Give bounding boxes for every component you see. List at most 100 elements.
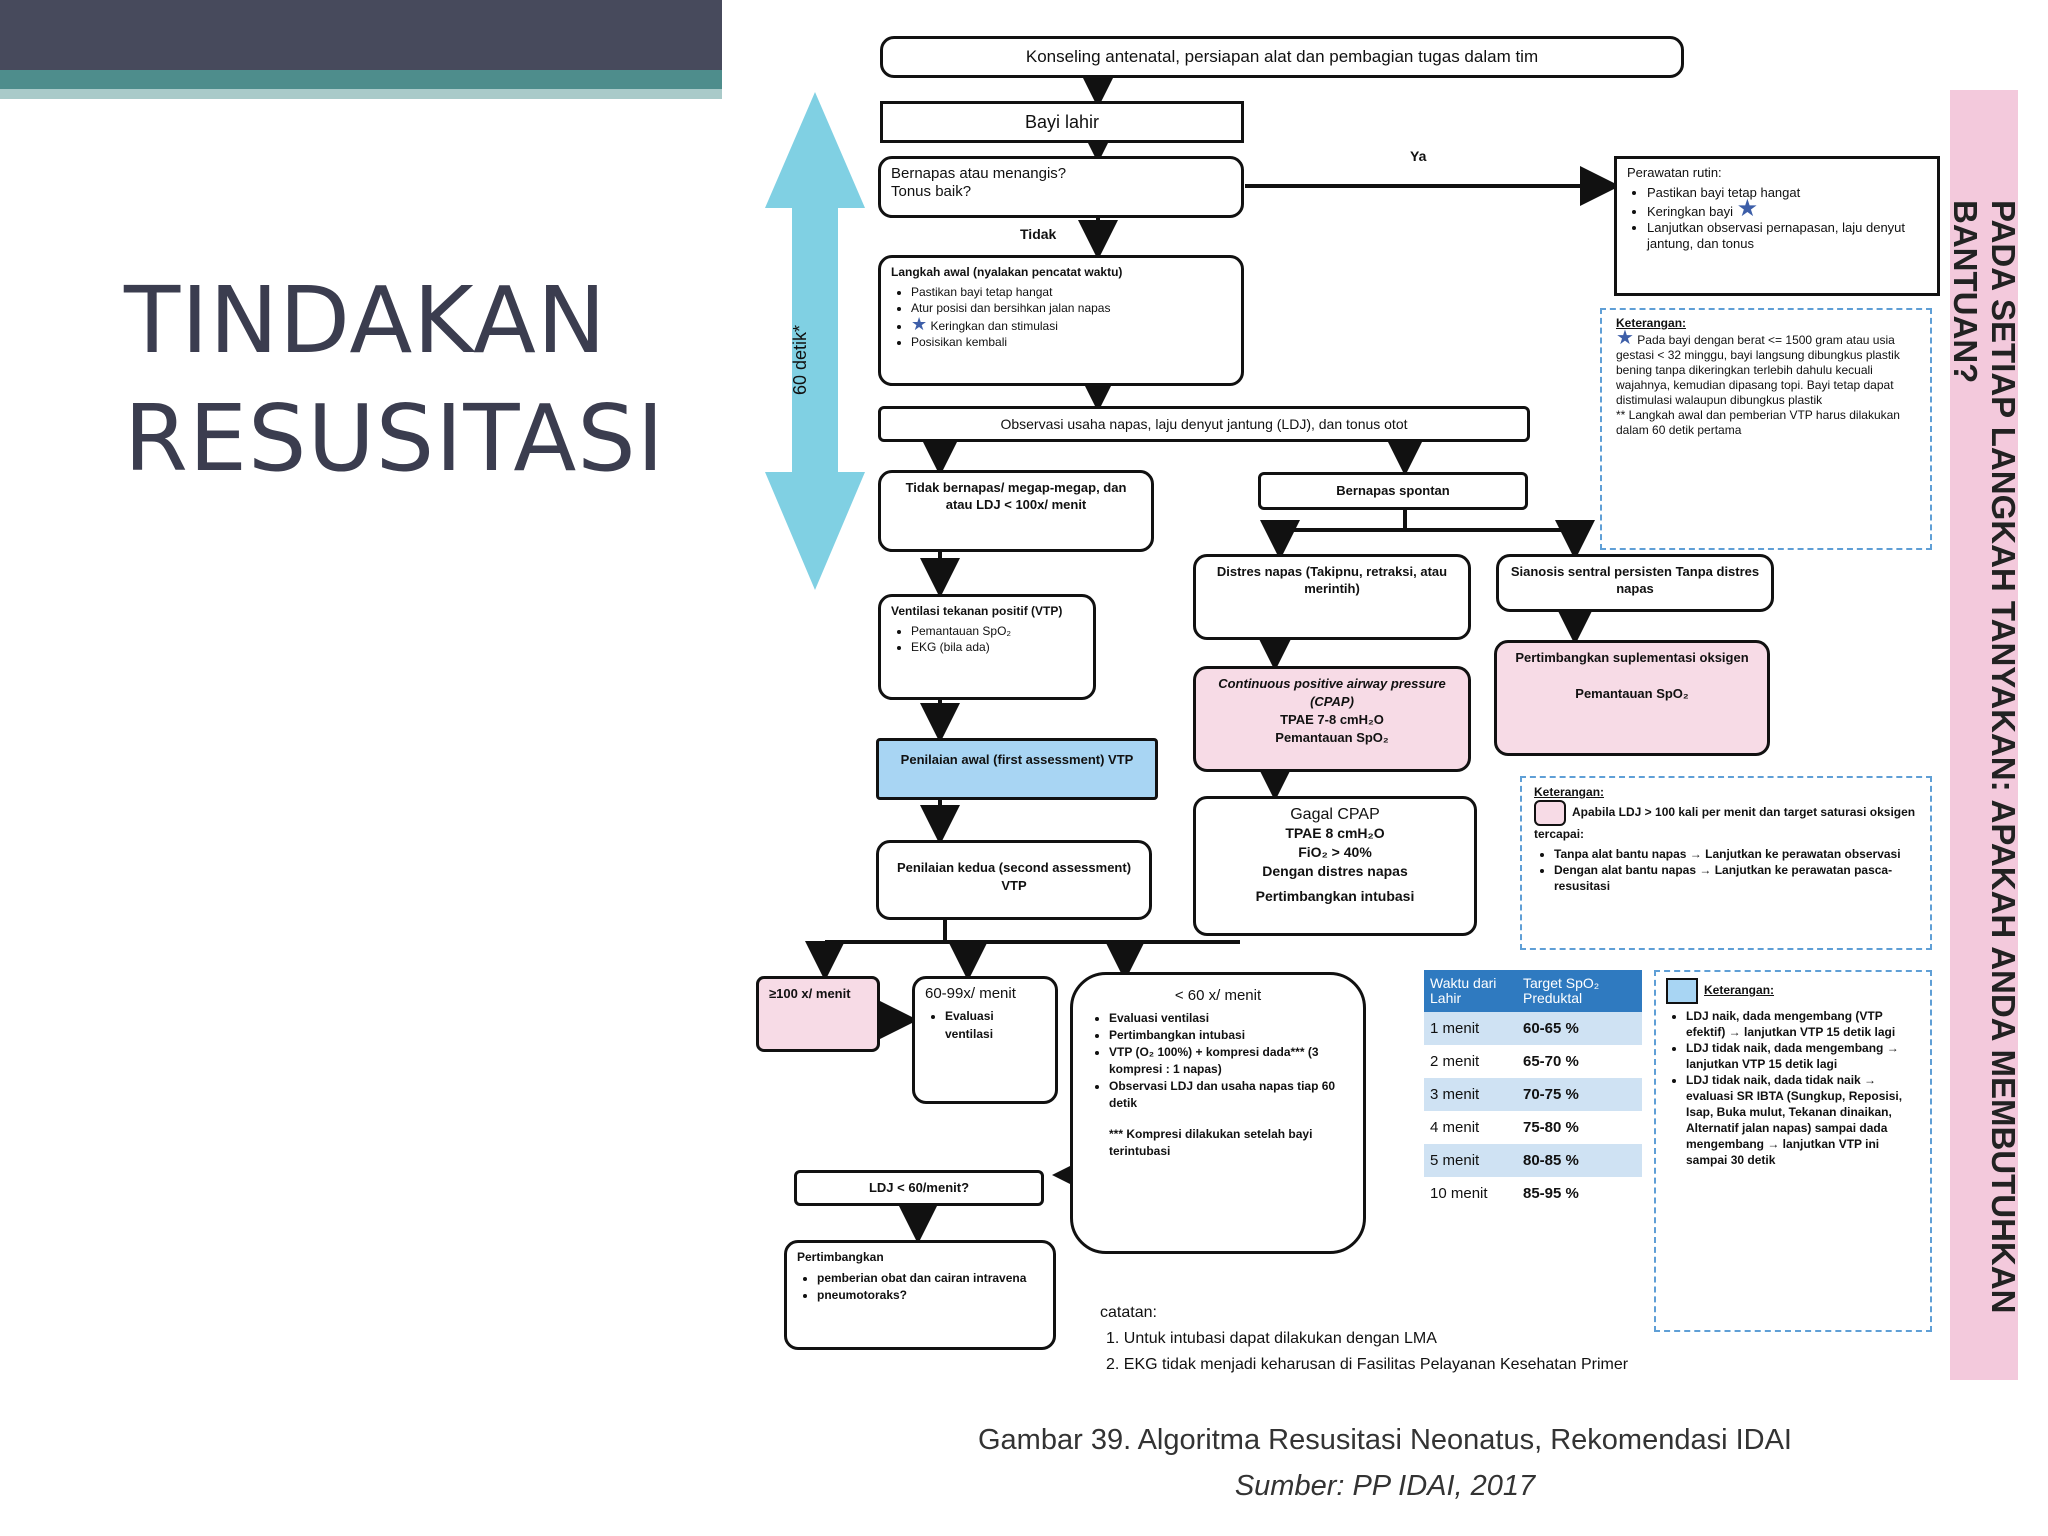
keterangan-text-2: ** Langkah awal dan pemberian VTP harus … <box>1616 408 1900 437</box>
list-item: Pemantauan SpO₂ <box>911 623 1083 639</box>
keterangan-ldj-box: Keterangan: Apabila LDJ > 100 kali per m… <box>1520 776 1932 950</box>
table-cell: 3 menit <box>1424 1078 1517 1111</box>
ldj-lt60-title: < 60 x/ menit <box>1174 987 1262 1004</box>
tidak-bernapas-box: Tidak bernapas/ megap-megap, dan atau LD… <box>878 470 1154 552</box>
star-icon: ★ <box>911 314 928 334</box>
langkah-awal-title: Langkah awal (nyalakan pencatat waktu) <box>891 265 1123 279</box>
keterangan-title-row: Keterangan: <box>1666 978 1920 1004</box>
list-item-text: Keringkan dan stimulasi <box>930 319 1058 333</box>
list-item: pneumotoraks? <box>817 1287 1043 1304</box>
bernapas-question-box: Bernapas atau menangis? Tonus baik? <box>878 156 1244 218</box>
penilaian-kedua-box: Penilaian kedua (second assessment) VTP <box>876 840 1152 920</box>
table-cell: 75-80 % <box>1516 1111 1642 1144</box>
vtp-title: Ventilasi tekanan positif (VTP) <box>891 604 1063 618</box>
bernapas-question-line1: Bernapas atau menangis? <box>891 165 1067 182</box>
sianosis-box: Sianosis sentral persisten Tanpa distres… <box>1496 554 1774 612</box>
perawatan-rutin-title: Perawatan rutin: <box>1627 165 1722 180</box>
pink-legend-swatch <box>1534 800 1566 826</box>
table-cell: 1 menit <box>1424 1012 1517 1045</box>
side-band <box>1950 90 2018 1380</box>
table-cell: 65-70 % <box>1516 1045 1642 1078</box>
list-item: 2. EKG tidak menjadi keharusan di Fasili… <box>1106 1356 1629 1373</box>
ldj-lt60-note: *** Kompresi dilakukan setelah bayi teri… <box>1109 1127 1313 1158</box>
list-item: LDJ tidak naik, dada mengembang → lanjut… <box>1686 1040 1920 1072</box>
list-item: Pastikan bayi tetap hangat <box>1647 185 1927 201</box>
suplementasi-line2: Pemantauan SpO₂ <box>1575 686 1689 701</box>
catatan-title: catatan: <box>1100 1304 1157 1321</box>
side-question-text: PADA SETIAP LANGKAH TANYAKAN: APAKAH AND… <box>1947 200 2022 1314</box>
header-bar-light <box>0 89 722 99</box>
gagal-cpap-line4: Pertimbangkan intubasi <box>1255 888 1415 904</box>
cpap-box: Continuous positive airway pressure (CPA… <box>1193 666 1471 772</box>
slide-title: TINDAKAN RESUSITASI <box>124 262 684 498</box>
bernapas-question-line2: Tonus baik? <box>891 183 972 200</box>
table-cell: 80-85 % <box>1516 1144 1642 1177</box>
observasi-box: Observasi usaha napas, laju denyut jantu… <box>878 406 1530 442</box>
spo2-target-table: Waktu dari Lahir Target SpO₂ Preduktal 1… <box>1424 970 1642 1210</box>
list-item: EKG (bila ada) <box>911 639 1083 655</box>
gagal-cpap-line2: FiO₂ > 40% <box>1298 844 1372 860</box>
figure-caption: Gambar 39. Algoritma Resusitasi Neonatus… <box>978 1424 1792 1456</box>
star-icon: ★ <box>1736 195 1759 222</box>
ldj-60-99-title: 60-99x/ menit <box>925 985 1016 1002</box>
catatan-notes: catatan: 1. Untuk intubasi dapat dilakuk… <box>1100 1300 1628 1378</box>
vtp-box: Ventilasi tekanan positif (VTP) Pemantau… <box>878 594 1096 700</box>
list-item: Pastikan bayi tetap hangat <box>911 284 1231 300</box>
list-item: 1. Untuk intubasi dapat dilakukan dengan… <box>1106 1330 1437 1347</box>
gagal-cpap-title: Gagal CPAP <box>1290 806 1380 823</box>
list-item: Dengan alat bantu napas → Lanjutkan ke p… <box>1554 862 1918 894</box>
keterangan-berat-box: Keterangan: ★ Pada bayi dengan berat <= … <box>1600 308 1932 550</box>
distres-napas-box: Distres napas (Takipnu, retraksi, atau m… <box>1193 554 1471 640</box>
header-bar-teal <box>0 70 722 89</box>
suplementasi-line1: Pertimbangkan suplementasi oksigen <box>1515 650 1749 665</box>
keterangan-title: Keterangan: <box>1704 983 1775 998</box>
cpap-line2: TPAE 7-8 cmH₂O <box>1280 712 1384 727</box>
keterangan-text: Apabila LDJ > 100 kali per menit dan tar… <box>1534 800 1918 842</box>
blue-legend-swatch <box>1666 978 1698 1004</box>
list-item: Evaluasi ventilasi <box>1109 1010 1347 1027</box>
gagal-cpap-line3: Dengan distres napas <box>1262 863 1408 879</box>
penilaian-awal-box: Penilaian awal (first assessment) VTP <box>876 738 1158 800</box>
suplementasi-oksigen-box: Pertimbangkan suplementasi oksigen Peman… <box>1494 640 1770 756</box>
list-item-text: Keringkan bayi <box>1647 204 1733 219</box>
keterangan-title: Keterangan: <box>1534 785 1605 799</box>
label-tidak: Tidak <box>1020 226 1057 242</box>
time-label: 60 detik* <box>790 324 810 396</box>
list-item: LDJ tidak naik, dada tidak naik → evalua… <box>1686 1072 1920 1168</box>
keterangan-text-body: Apabila LDJ > 100 kali per menit dan tar… <box>1534 805 1916 841</box>
table-header-row: Waktu dari Lahir Target SpO₂ Preduktal <box>1424 970 1642 1012</box>
list-item: pemberian obat dan cairan intravena <box>817 1270 1043 1287</box>
table-cell: 70-75 % <box>1516 1078 1642 1111</box>
time-double-arrow <box>765 92 865 590</box>
header-bar-dark <box>0 0 722 70</box>
keterangan-text-body: Pada bayi dengan berat <= 1500 gram atau… <box>1616 333 1900 407</box>
gagal-cpap-box: Gagal CPAP TPAE 8 cmH₂O FiO₂ > 40% Denga… <box>1193 796 1477 936</box>
table-header: Waktu dari Lahir <box>1424 970 1517 1012</box>
pertimbangkan-title: Pertimbangkan <box>797 1250 884 1264</box>
table-cell: 2 menit <box>1424 1045 1517 1078</box>
table-cell: 4 menit <box>1424 1111 1517 1144</box>
list-item: Observasi LDJ dan usaha napas tiap 60 de… <box>1109 1078 1347 1112</box>
table-cell: 10 menit <box>1424 1177 1517 1210</box>
star-icon: ★ <box>1616 327 1634 349</box>
ldj-lt60-box: < 60 x/ menit Evaluasi ventilasi Pertimb… <box>1070 972 1366 1254</box>
label-ya: Ya <box>1410 148 1427 164</box>
list-item: Posisikan kembali <box>911 334 1231 350</box>
perawatan-rutin-box: Perawatan rutin: Pastikan bayi tetap han… <box>1614 156 1940 296</box>
list-item: Pertimbangkan intubasi <box>1109 1027 1347 1044</box>
list-item: Evaluasi ventilasi <box>945 1007 1045 1043</box>
ldj-ge100-box: ≥100 x/ menit <box>756 976 880 1052</box>
list-item: VTP (O₂ 100%) + kompresi dada*** (3 komp… <box>1109 1044 1347 1078</box>
keterangan-title: Keterangan: <box>1616 316 1687 330</box>
list-item: LDJ naik, dada mengembang (VTP efektif) … <box>1686 1008 1920 1040</box>
cpap-line1: Continuous positive airway pressure (CPA… <box>1218 676 1446 709</box>
list-item: Atur posisi dan bersihkan jalan napas <box>911 300 1231 316</box>
figure-source: Sumber: PP IDAI, 2017 <box>1234 1470 1536 1502</box>
antenatal-box: Konseling antenatal, persiapan alat dan … <box>880 36 1684 78</box>
